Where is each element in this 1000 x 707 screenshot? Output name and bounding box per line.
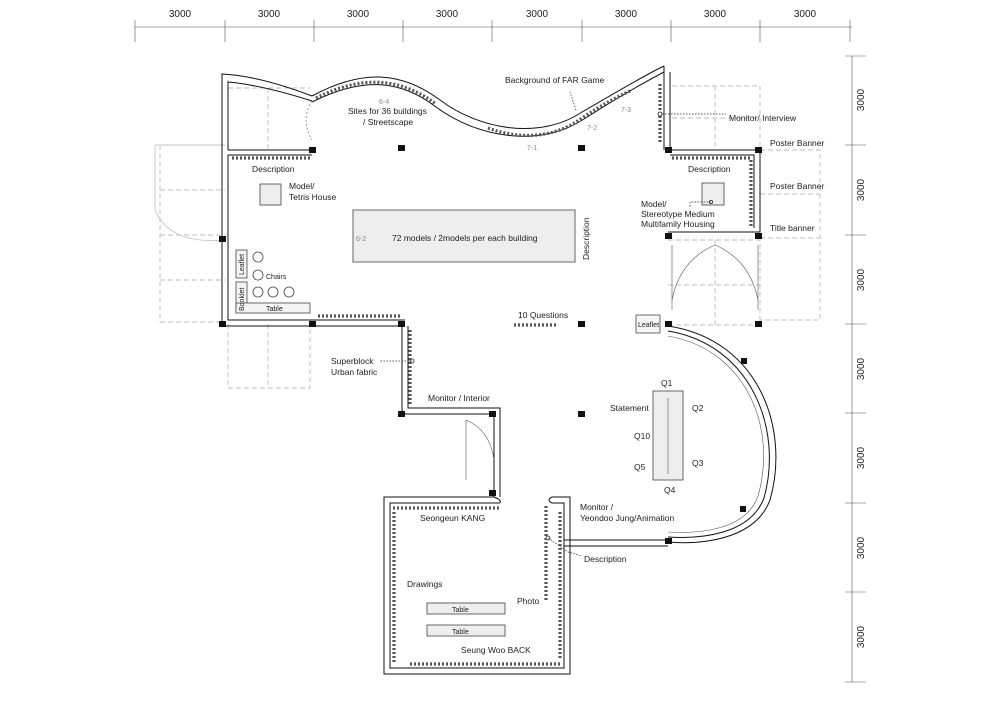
label-description-right: Description [688,164,731,174]
label-poster-banner-1: Poster Banner [770,138,825,148]
label-model-tetris-1: Model/ [289,181,315,191]
label-leaflet-left: Leaflet [239,254,246,275]
label-site-7-3: 7-3 [621,107,631,114]
models-72-table [352,209,576,263]
label-q4: Q4 [664,485,676,495]
label-table-1: Table [452,607,469,614]
label-sites-line2: / Streetscape [363,117,413,127]
door-swings [305,100,759,480]
table-bottom-1 [426,602,506,615]
chair [252,269,264,281]
label-q2: Q2 [692,403,704,413]
tetris-house-model [259,183,282,206]
chair [283,286,295,298]
walls [221,65,777,675]
label-site-7-1: 7-1 [527,145,537,152]
dim-top-4: 3000 [436,9,459,20]
label-sites-line1: Sites for 36 buildings [348,106,427,116]
dimension-lines: 3000 3000 3000 3000 3000 3000 3000 3000 … [134,9,867,683]
stereotype-model [701,182,725,206]
dim-top-1: 3000 [169,9,192,20]
leaflet-right-stand [635,314,661,334]
label-monitor-interior: Monitor / Interior [428,393,490,403]
label-q5: Q5 [634,462,646,472]
chair [252,286,264,298]
label-photo: Photo [517,596,539,606]
dim-top-8: 3000 [794,9,817,20]
label-chairs: Chairs [266,274,287,281]
label-models-72: 72 models / 2models per each building [392,233,538,243]
chair [267,286,279,298]
dim-top-5: 3000 [526,9,549,20]
label-site-6-2: 6-2 [356,236,366,243]
leader-lines [380,91,726,557]
label-leaflet-right: Leaflet [638,322,659,329]
table-left [235,302,311,314]
label-superblock-1: Superblock [331,356,374,366]
label-ten-questions: 10 Questions [518,310,568,320]
label-model-stereo-3: Multifamily Housing [641,219,715,229]
label-background-far-game: Background of FAR Game [505,75,604,85]
label-title-banner: Title banner [770,223,815,233]
label-model-stereo-2: Stereotype Medium [641,209,715,219]
label-q3: Q3 [692,458,704,468]
label-monitor-yeondoo-1: Monitor / [580,502,614,512]
columns [219,145,762,544]
dim-right-6: 3000 [856,536,867,559]
dim-right-7: 3000 [856,625,867,648]
label-statement: Statement [610,403,649,413]
dotted-display-lines [232,80,753,666]
dim-right-5: 3000 [856,446,867,469]
label-drawings: Drawings [407,579,442,589]
dim-top-7: 3000 [704,9,727,20]
label-poster-banner-2: Poster Banner [770,181,825,191]
dim-right-3: 3000 [856,268,867,291]
label-seung-woo-back: Seung Woo BACK [461,645,531,655]
label-booklet: Booklet [239,288,246,311]
dim-right-1: 3000 [856,88,867,111]
label-model-stereo-1: Model/ [641,199,667,209]
label-table-2: Table [452,629,469,636]
dim-top-2: 3000 [258,9,281,20]
dim-right-4: 3000 [856,357,867,380]
leaflet-left-stand [235,249,248,279]
table-bottom-2 [426,624,506,637]
labels: Background of FAR Game Sites for 36 buil… [239,75,825,655]
existing-structure-ghost-lines [154,80,821,389]
label-seongeun-kang: Seongeun KANG [420,513,485,523]
dim-right-2: 3000 [856,178,867,201]
label-monitor-yeondoo-2: Yeondoo Jung/Animation [580,513,674,523]
label-model-tetris-2: Tetris House [289,192,337,202]
label-site-7-2: 7-2 [587,125,597,132]
label-superblock-2: Urban fabric [331,367,378,377]
dim-top-6: 3000 [615,9,638,20]
label-site-6-4: 6-4 [379,99,389,106]
chair [252,251,264,263]
label-monitor-interview: Monitor/ Interview [729,113,797,123]
label-description-bottom: Description [584,554,627,564]
dim-top-3: 3000 [347,9,370,20]
label-q1: Q1 [661,378,673,388]
label-description-vertical: Description [581,217,591,260]
furniture [235,111,725,637]
label-table-left: Table [266,306,283,313]
label-description-left: Description [252,164,295,174]
label-q10: Q10 [634,431,650,441]
